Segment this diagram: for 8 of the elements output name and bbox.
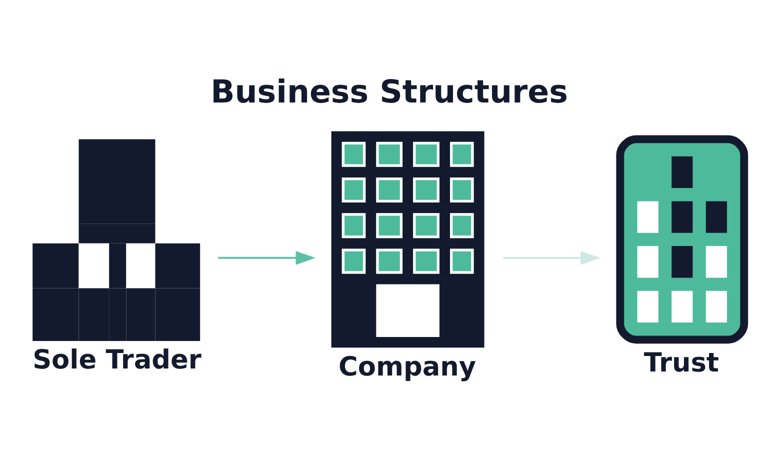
- arrow: [503, 250, 600, 264]
- node-label: Company: [338, 352, 476, 382]
- node-box: [616, 134, 748, 344]
- node-label: Sole Trader: [32, 345, 202, 376]
- arrow: [218, 250, 316, 264]
- diagram-title: Business Structures: [210, 74, 568, 110]
- node-label: Trust: [644, 348, 720, 378]
- node-box: [331, 130, 484, 348]
